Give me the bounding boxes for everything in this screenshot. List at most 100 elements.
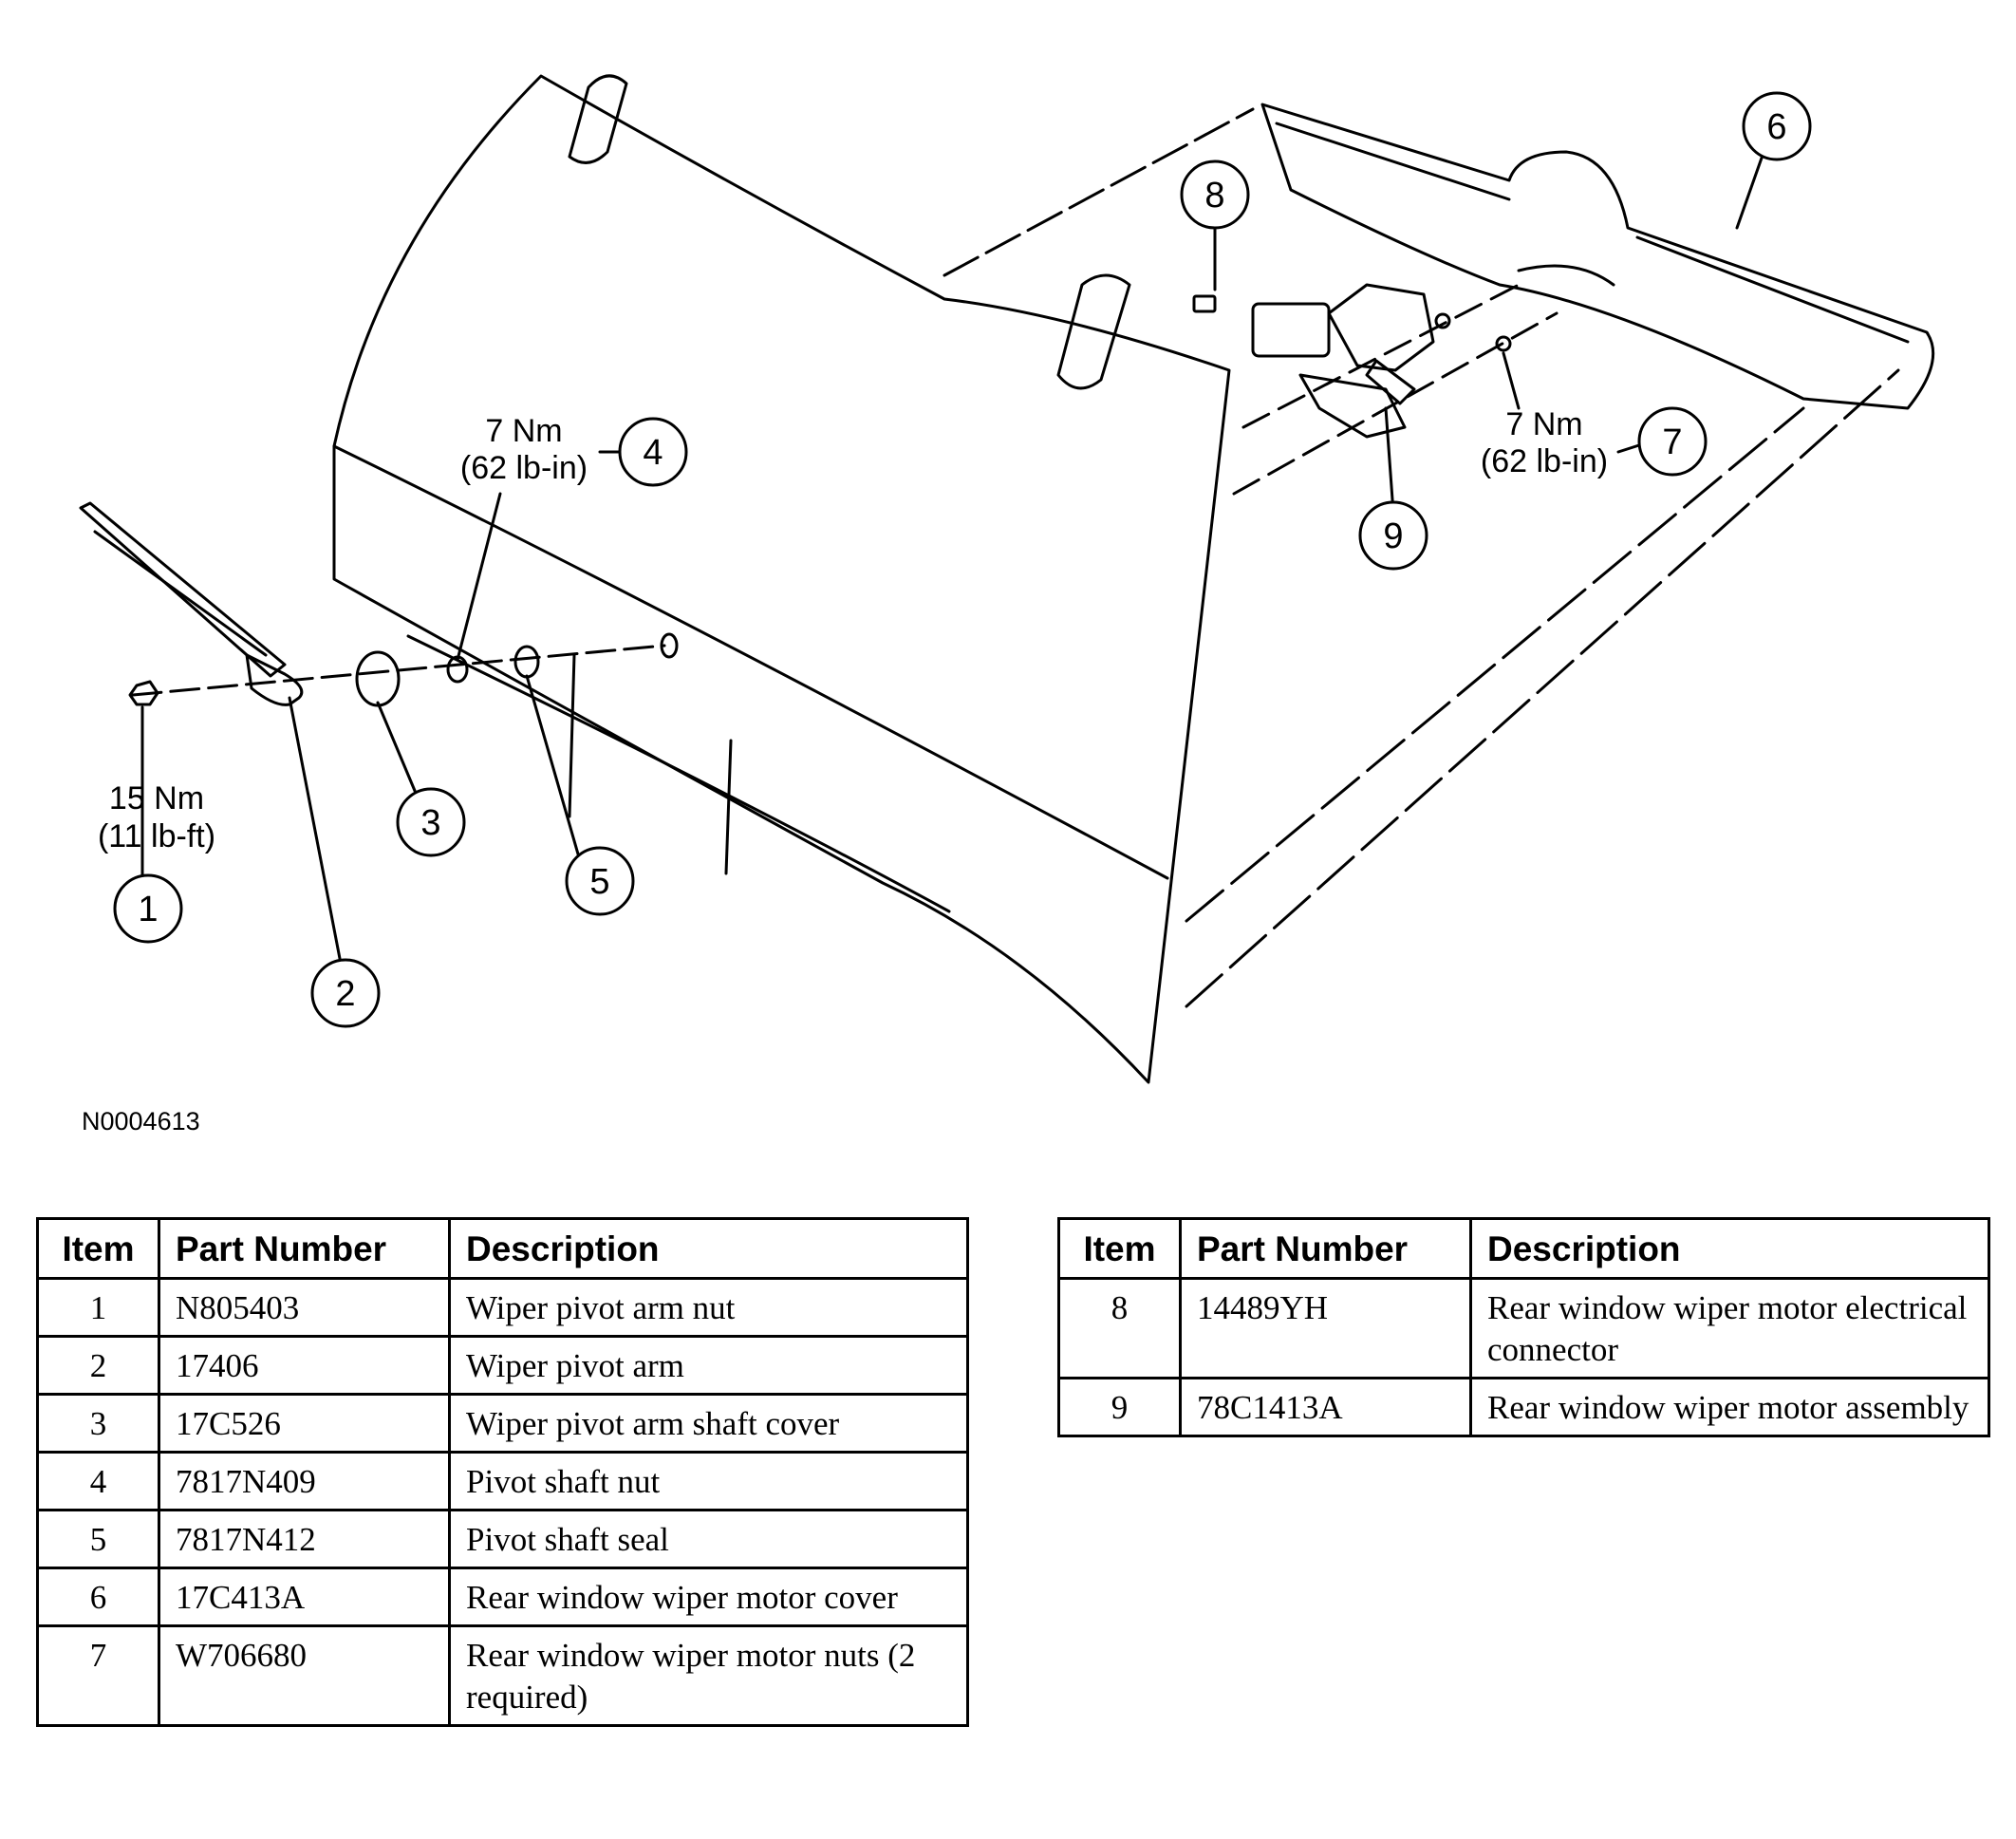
callout-5: 5	[589, 862, 609, 902]
motor-cover-inner	[1275, 122, 1910, 344]
callout-6: 6	[1766, 107, 1786, 147]
cell-description: Pivot shaft seal	[448, 1509, 969, 1569]
header-item: Item	[36, 1217, 160, 1280]
table-row: 5 7817N412 Pivot shaft seal	[36, 1509, 969, 1569]
leader-6	[1735, 145, 1767, 230]
torque-7-line1: 7 Nm	[1505, 406, 1582, 442]
torque-4-line1: 7 Nm	[485, 413, 562, 449]
cell-item: 4	[36, 1451, 160, 1511]
shaft-cover	[355, 650, 401, 707]
callout-4: 4	[643, 433, 663, 473]
header-description: Description	[1469, 1217, 1990, 1280]
parts-table-left: Item Part Number Description 1 N805403 W…	[36, 1217, 969, 1727]
body-line-mid	[1185, 406, 1805, 923]
header-part-number: Part Number	[1179, 1217, 1472, 1280]
cell-description: Wiper pivot arm shaft cover	[448, 1393, 969, 1454]
callout-7: 7	[1662, 422, 1682, 462]
callout-3: 3	[420, 803, 440, 843]
connector	[1192, 294, 1217, 313]
parts-table-right: Item Part Number Description 8 14489YH R…	[1057, 1217, 1990, 1437]
table-row: 7 W706680 Rear window wiper motor nuts (…	[36, 1624, 969, 1727]
callout-circle-1	[113, 873, 183, 944]
wiper-blade-inner	[93, 530, 268, 657]
callout-circle-3	[396, 787, 466, 857]
table-row: 9 78C1413A Rear window wiper motor assem…	[1057, 1377, 1990, 1437]
callout-2: 2	[335, 974, 355, 1014]
pivot-nut	[128, 680, 159, 706]
table-header-row: Item Part Number Description	[1057, 1217, 1990, 1280]
torque-1-line2: (11 lb-ft)	[98, 818, 215, 854]
cell-part-number: 7817N412	[158, 1509, 451, 1569]
cell-part-number: 78C1413A	[1179, 1377, 1472, 1437]
glass-hole	[660, 632, 679, 659]
motor-nut-upper	[1434, 312, 1451, 329]
leader-5	[525, 674, 583, 866]
table-header-row: Item Part Number Description	[36, 1217, 969, 1280]
cell-part-number: N805403	[158, 1277, 451, 1338]
cell-part-number: 17C413A	[158, 1567, 451, 1627]
hinge-right	[1056, 273, 1131, 390]
body-line-motor-2	[1241, 283, 1521, 429]
cell-part-number: W706680	[158, 1624, 451, 1727]
cell-item: 5	[36, 1509, 160, 1569]
leader-3	[376, 701, 420, 799]
wiper-motor-shaft	[1365, 359, 1416, 405]
cell-description: Wiper pivot arm nut	[448, 1277, 969, 1338]
body-line-right	[1185, 368, 1900, 1008]
pivot-shaft-seal	[513, 645, 540, 679]
cell-item: 8	[1057, 1277, 1182, 1379]
torque-4-line2: (62 lb-in)	[460, 450, 588, 486]
cell-part-number: 17C526	[158, 1393, 451, 1454]
liftgate-glass	[332, 74, 1231, 1084]
cell-item: 6	[36, 1567, 160, 1627]
hinge-left	[568, 74, 628, 164]
exploded-view-diagram: 1 2 3 4 5 6 7 8 9 15 Nm (11 lb-ft) 7 Nm …	[79, 74, 1935, 1084]
glass-inner-edge-2	[724, 739, 733, 875]
cell-description: Rear window wiper motor nuts (2 required…	[448, 1624, 969, 1727]
glass-inner-edge	[568, 653, 576, 818]
body-line-motor	[1232, 311, 1559, 496]
cell-description: Wiper pivot arm	[448, 1335, 969, 1396]
leader-2	[288, 696, 344, 970]
leader-7	[1502, 351, 1521, 410]
glass-panel-edge	[332, 444, 1169, 880]
cell-description: Rear window wiper motor cover	[448, 1567, 969, 1627]
header-item: Item	[1057, 1217, 1182, 1280]
callout-circle-5	[565, 846, 635, 916]
table-row: 1 N805403 Wiper pivot arm nut	[36, 1277, 969, 1338]
wiper-arm	[245, 653, 304, 706]
cell-description: Rear window wiper motor electrical conne…	[1469, 1277, 1990, 1379]
cell-item: 3	[36, 1393, 160, 1454]
figure-id: N0004613	[82, 1107, 200, 1135]
callout-9: 9	[1383, 516, 1403, 556]
leader-4	[456, 492, 502, 662]
torque-7-line2: (62 lb-in)	[1481, 443, 1608, 479]
callout-8: 8	[1204, 176, 1224, 216]
callout-circle-4	[618, 417, 688, 487]
header-part-number: Part Number	[158, 1217, 451, 1280]
cell-item: 1	[36, 1277, 160, 1338]
cell-part-number: 7817N409	[158, 1451, 451, 1511]
wiper-motor-body	[1251, 302, 1331, 358]
cell-part-number: 14489YH	[1179, 1277, 1472, 1379]
callout-circle-7	[1637, 406, 1708, 477]
table-row: 3 17C526 Wiper pivot arm shaft cover	[36, 1393, 969, 1454]
table-row: 6 17C413A Rear window wiper motor cover	[36, 1567, 969, 1627]
callout-circle-8	[1180, 160, 1250, 230]
motor-nut-lower	[1495, 335, 1512, 352]
wiper-motor-bracket	[1298, 373, 1407, 439]
cell-item: 7	[36, 1624, 160, 1727]
cell-description: Rear window wiper motor assembly	[1469, 1377, 1990, 1437]
callout-1: 1	[138, 890, 158, 929]
callout-circle-9	[1358, 500, 1428, 571]
glass-lower-line	[406, 634, 951, 913]
table-row: 4 7817N409 Pivot shaft nut	[36, 1451, 969, 1511]
leader-9	[1384, 406, 1395, 515]
wiper-blade	[79, 501, 287, 678]
cell-part-number: 17406	[158, 1335, 451, 1396]
header-description: Description	[448, 1217, 969, 1280]
wiper-motor-housing	[1327, 283, 1435, 372]
cell-item: 9	[1057, 1377, 1182, 1437]
callout-circle-2	[310, 958, 381, 1028]
cell-item: 2	[36, 1335, 160, 1396]
